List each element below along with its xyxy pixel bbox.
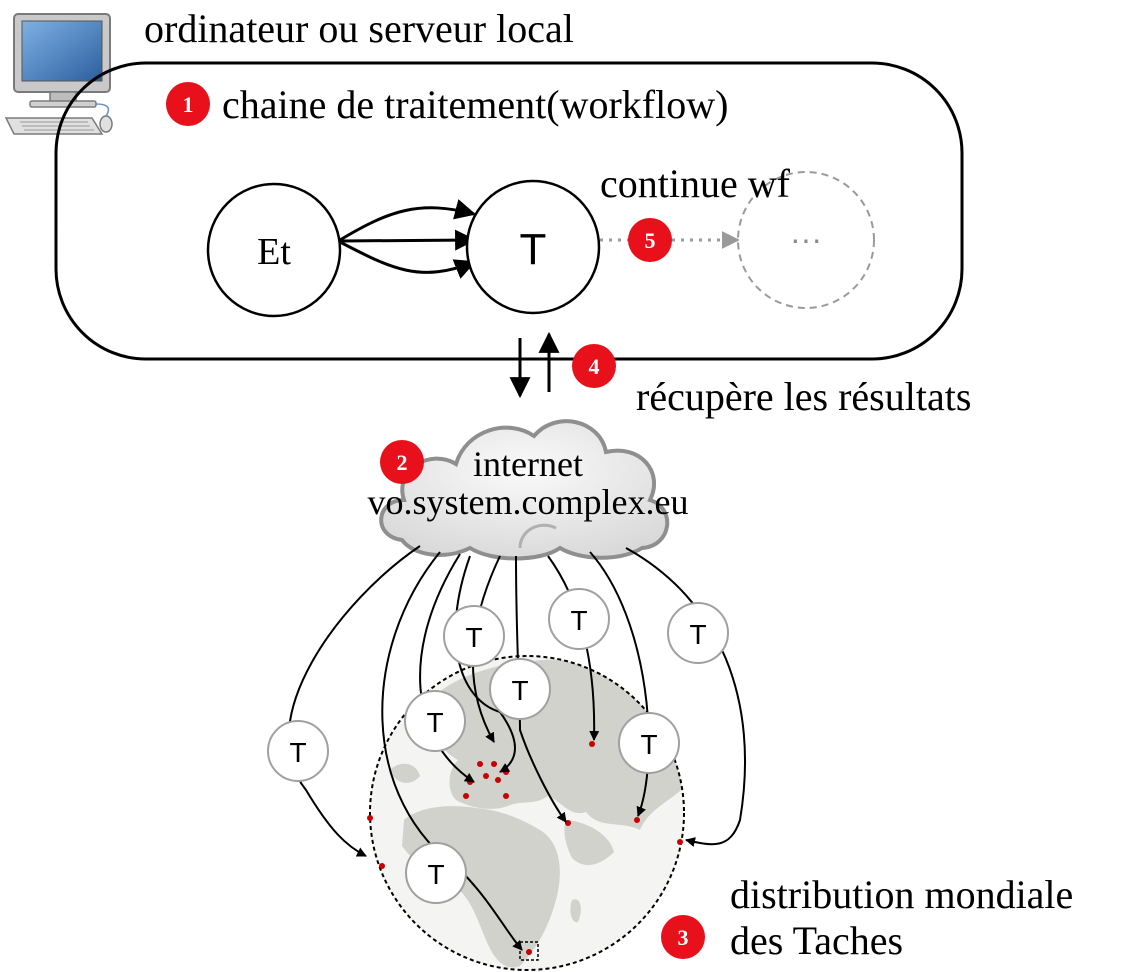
- input-arrows: [339, 199, 477, 279]
- svg-text:T: T: [426, 707, 443, 738]
- task-locations: [367, 741, 683, 955]
- svg-text:T: T: [511, 675, 528, 706]
- remote-task-node: T: [489, 658, 551, 720]
- remote-task-node: T: [267, 720, 329, 782]
- step-5-badge: [628, 218, 672, 262]
- remote-task-node: T: [405, 842, 467, 904]
- distribution-label-line1: distribution mondiale: [730, 872, 1073, 917]
- svg-text:T: T: [640, 729, 657, 760]
- next-node-label: ···: [790, 221, 822, 257]
- svg-text:T: T: [570, 605, 587, 636]
- task-node: [465, 179, 601, 315]
- step-1-badge: [166, 82, 210, 126]
- step-4-number: 4: [589, 354, 600, 379]
- step-5-number: 5: [645, 228, 656, 253]
- internet-label: internet: [473, 444, 583, 484]
- remote-task-node: T: [667, 602, 729, 664]
- step-3-badge: [661, 915, 705, 959]
- computer-icon: [4, 13, 113, 135]
- remote-task-node: T: [404, 690, 466, 752]
- next-node: [737, 171, 875, 309]
- transfer-arrows: [509, 331, 560, 399]
- workflow-label: chaine de traitement(workflow): [222, 82, 728, 127]
- start-node: [206, 182, 342, 318]
- task-node-label: T: [520, 225, 547, 274]
- host-label: ordinateur ou serveur local: [144, 6, 574, 51]
- step-1-number: 1: [183, 92, 194, 117]
- continue-label: continue wf: [600, 161, 791, 206]
- step-3-number: 3: [678, 925, 689, 950]
- highlight-box: [519, 941, 539, 961]
- remote-task-nodes: T T T T T T T T: [267, 588, 729, 904]
- start-node-label: Et: [257, 231, 291, 273]
- results-label: récupère les résultats: [636, 374, 971, 419]
- remote-task-node: T: [548, 588, 610, 650]
- distribution-label-line2: des Taches: [730, 918, 903, 963]
- step-2-badge: [380, 440, 424, 484]
- server-label: vo.system.complex.eu: [368, 482, 689, 522]
- step-2-number: 2: [397, 450, 408, 475]
- remote-task-node: T: [618, 712, 680, 774]
- step-4-badge: [572, 344, 616, 388]
- svg-text:T: T: [427, 859, 444, 890]
- svg-text:T: T: [689, 619, 706, 650]
- remote-task-node: T: [443, 605, 505, 667]
- svg-text:T: T: [465, 622, 482, 653]
- svg-text:T: T: [289, 737, 306, 768]
- workflow-container: [54, 61, 964, 361]
